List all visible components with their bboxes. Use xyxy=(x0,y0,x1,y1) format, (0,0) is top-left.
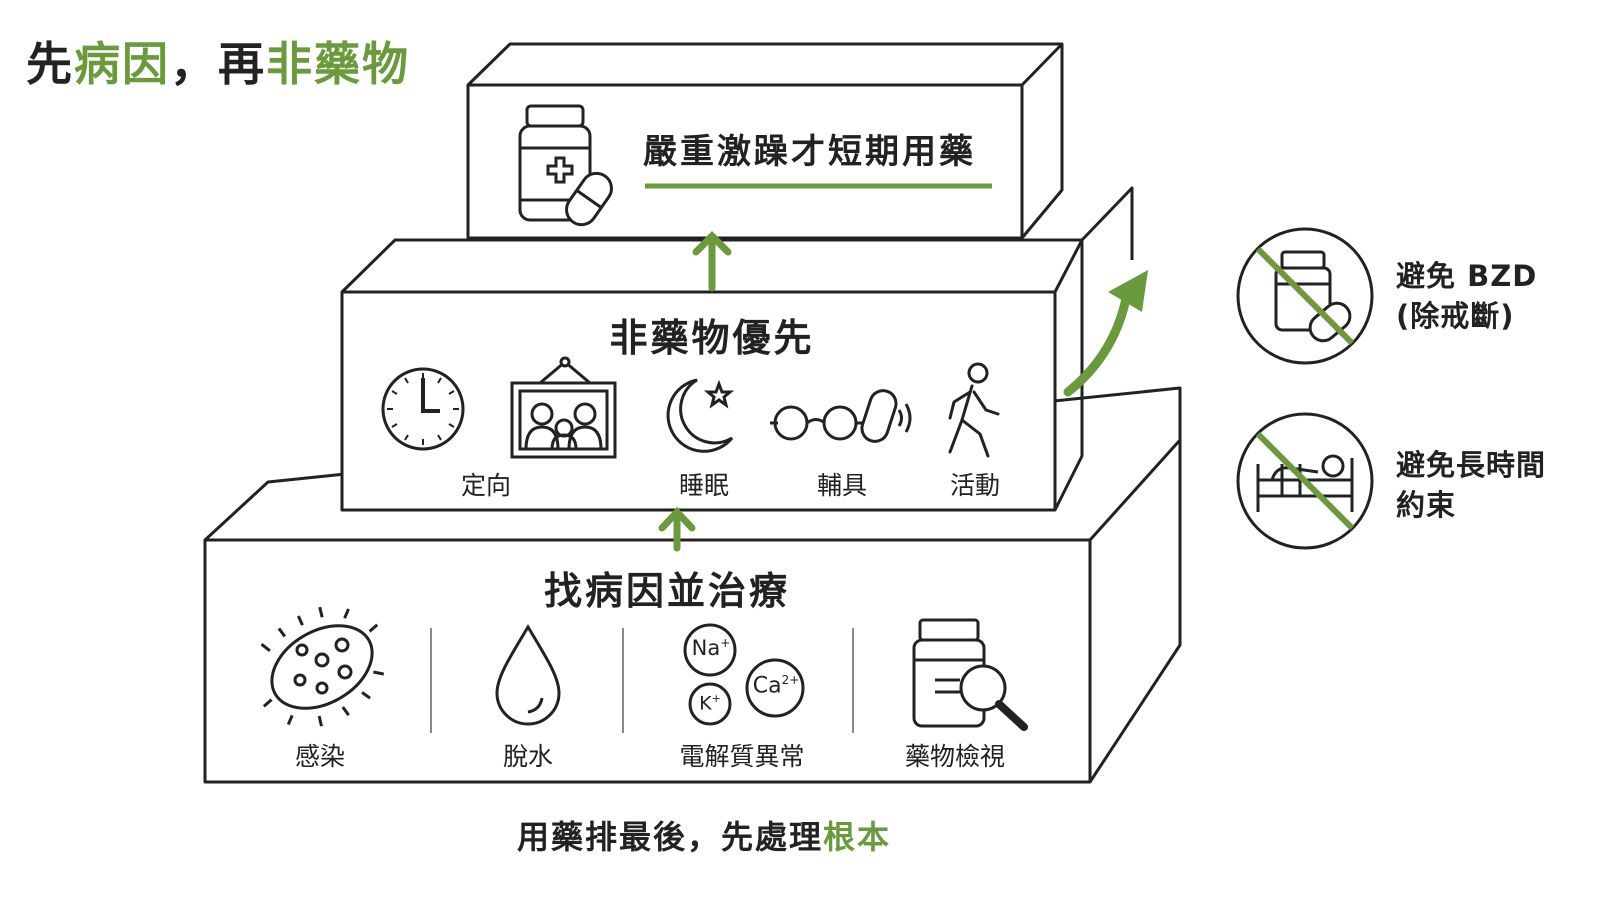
bottom-item-label: 藥物檢視 xyxy=(904,742,1005,771)
arrow-up-icon xyxy=(658,506,696,552)
middle-tier-title: 非藥物優先 xyxy=(609,316,815,360)
ion-sodium-label: Na+ xyxy=(691,636,731,660)
bottom-item-label: 電解質異常 xyxy=(679,742,805,771)
title-part-1: 先 xyxy=(26,37,74,91)
no-restraint-icon xyxy=(1236,412,1374,550)
walking-person-icon xyxy=(948,362,1000,458)
avoid-bzd-label: 避免 BZD (除戒斷) xyxy=(1396,259,1538,333)
medicine-bottle-pill-icon xyxy=(518,104,613,227)
moon-star-icon xyxy=(666,378,735,453)
middle-item-label: 輔具 xyxy=(816,471,867,500)
curved-arrow-icon xyxy=(1063,270,1148,397)
electrolytes-icon xyxy=(683,623,805,726)
page-title: 先病因，再非藥物 xyxy=(26,28,410,94)
glasses-hearing-aid-icon xyxy=(770,389,912,443)
bottom-tier-title: 找病因並治療 xyxy=(543,569,790,613)
ion-potassium-label: K+ xyxy=(699,692,721,715)
title-part-4: 非藥物 xyxy=(266,37,410,91)
bottom-tier-box xyxy=(203,386,1182,784)
footer-caption: 用藥排最後，先處理根本 xyxy=(516,818,892,856)
top-tier-label: 嚴重激躁才短期用藥 xyxy=(643,132,976,172)
title-part-2: 病因 xyxy=(74,37,170,91)
bottom-item-label: 感染 xyxy=(294,742,345,771)
medicine-review-icon xyxy=(912,618,1028,731)
ion-calcium-label: Ca2+ xyxy=(752,673,800,699)
middle-item-label: 睡眠 xyxy=(678,471,729,500)
bottom-item-label: 脫水 xyxy=(502,742,553,771)
avoid-restraint-label: 避免長時間 約束 xyxy=(1396,448,1547,522)
family-photo-icon xyxy=(510,356,617,459)
middle-item-label: 活動 xyxy=(949,471,1000,500)
title-part-3: ，再 xyxy=(170,37,266,91)
water-drop-icon xyxy=(495,624,561,726)
clock-icon xyxy=(381,367,465,451)
no-medication-icon xyxy=(1236,227,1374,365)
arrow-up-icon xyxy=(692,231,732,292)
middle-item-label: 定向 xyxy=(460,471,511,500)
bacteria-icon xyxy=(260,606,385,727)
